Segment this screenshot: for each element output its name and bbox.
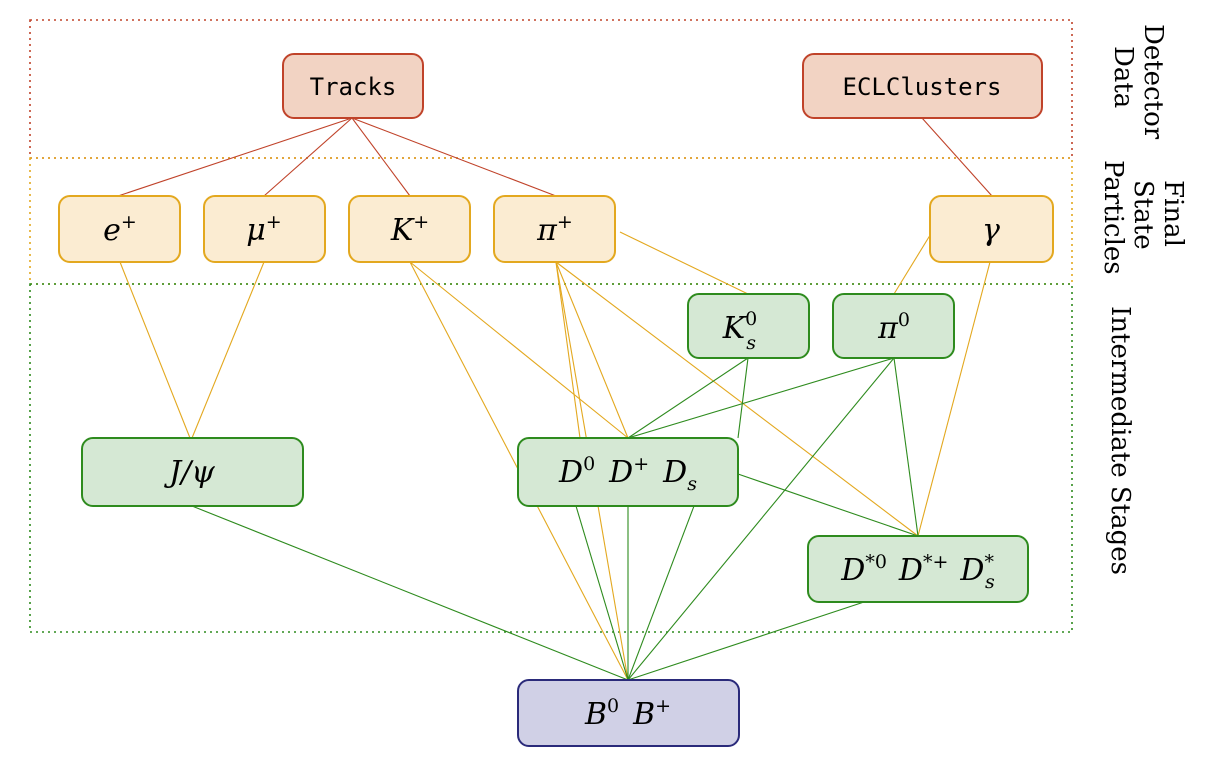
svg-text:e+: e+ — [103, 211, 137, 248]
edge-dmesons-b-a — [575, 505, 629, 681]
node-tracks: Tracks — [282, 53, 424, 119]
detector-connections — [117, 117, 993, 197]
svg-text:ECLClusters: ECLClusters — [843, 73, 1002, 101]
edge-ks-dmesons-b — [737, 357, 749, 439]
edge-pi0-dstar — [893, 357, 919, 537]
edge-piplus-dstar — [555, 261, 919, 537]
svg-text:D*0D*+D*s: D*0D*+D*s — [840, 551, 995, 593]
intermediate-layer-box — [29, 283, 1073, 633]
intermediate-connections — [191, 357, 919, 681]
edge-piplus-ks — [619, 231, 749, 295]
node-muplus: μ+ — [203, 195, 326, 263]
edge-pi0-b — [627, 357, 895, 681]
node-piplus: π+ — [493, 195, 616, 263]
edge-tracks-piplus — [351, 117, 557, 197]
edge-dstar-b — [627, 601, 865, 681]
intermediate-layer-label: Intermediate Stages — [1105, 306, 1135, 575]
edge-kplus-dmesons — [409, 261, 629, 439]
edge-piplus-dmesons-b — [555, 261, 629, 439]
edge-ks-dmesons-a — [627, 357, 749, 439]
node-jpsi: J/ψ — [81, 437, 304, 507]
edge-tracks-kplus — [351, 117, 411, 197]
svg-text:D0D+Ds: D0D+Ds — [558, 453, 697, 495]
svg-text:μ+: μ+ — [246, 211, 281, 248]
svg-text:K+: K+ — [390, 211, 429, 248]
node-pi0: π0 — [832, 293, 955, 359]
edge-ecl-gamma — [921, 117, 993, 197]
edge-piplus-dmesons-a — [555, 261, 581, 439]
svg-text:Detector: Detector — [1138, 24, 1168, 140]
svg-text:Intermediate Stages: Intermediate Stages — [1105, 306, 1135, 575]
svg-text:K0s: K0s — [722, 308, 758, 354]
node-eplus: e+ — [58, 195, 181, 263]
node-ecl-clusters: ECLClusters — [802, 53, 1043, 119]
detector-layer-box — [29, 19, 1073, 159]
edge-tracks-muplus — [263, 117, 353, 197]
svg-text:Final: Final — [1158, 180, 1188, 247]
svg-text:Particles: Particles — [1098, 160, 1128, 275]
edge-tracks-eplus — [117, 117, 353, 197]
edge-dmesons-dstar — [737, 473, 919, 537]
edge-gamma-dstar — [917, 261, 991, 537]
svg-text:Data: Data — [1108, 46, 1138, 108]
edge-jpsi-b — [191, 505, 629, 681]
edge-eplus-jpsi — [119, 261, 191, 439]
node-gamma: γ — [929, 195, 1054, 263]
edge-gamma-pi0 — [893, 231, 933, 295]
svg-text:Tracks: Tracks — [310, 73, 397, 101]
edge-pi0-dmesons — [627, 357, 895, 439]
node-kplus: K+ — [348, 195, 471, 263]
svg-text:π+: π+ — [536, 211, 573, 248]
svg-text:State: State — [1128, 180, 1158, 250]
svg-text:B0B+: B0B+ — [584, 695, 671, 732]
fsp-layer-label: Final State Particles — [1098, 160, 1188, 275]
svg-text:π0: π0 — [877, 309, 910, 346]
edge-muplus-jpsi — [191, 261, 265, 439]
svg-text:J/ψ: J/ψ — [163, 455, 215, 490]
svg-text:γ: γ — [982, 213, 1000, 248]
fsp-layer-box — [29, 157, 1073, 285]
detector-layer-label: Detector Data — [1108, 24, 1168, 140]
edge-dmesons-b-c — [627, 505, 695, 681]
